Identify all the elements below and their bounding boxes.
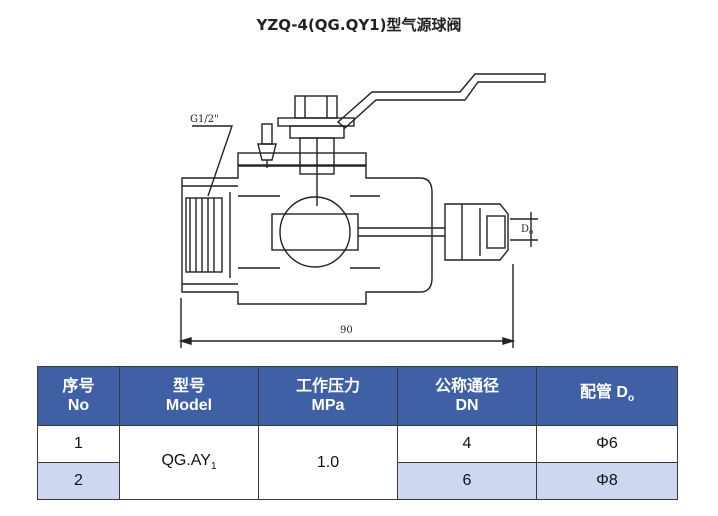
valve-body bbox=[181, 165, 433, 305]
stem-nut bbox=[294, 95, 338, 119]
thread-size-label: G1/2" bbox=[190, 114, 219, 125]
handle-lever bbox=[336, 73, 546, 129]
table-row: 1 QG.AY1 1.0 4 Φ6 bbox=[37, 425, 678, 500]
cell-pressure: 1.0 bbox=[258, 425, 398, 500]
ball-valve-drawing: G1/2" 90 Do bbox=[178, 73, 546, 348]
cell-dn: 4 bbox=[397, 425, 537, 463]
inlet-thread bbox=[185, 197, 223, 273]
cell-model: QG.AY1 bbox=[119, 425, 259, 500]
cell-dn: 6 bbox=[397, 462, 537, 500]
cell-pipe: Φ6 bbox=[536, 425, 678, 463]
cell-pipe: Φ8 bbox=[536, 462, 678, 500]
grease-fitting bbox=[261, 123, 273, 145]
table-row: 2 6 Φ8 bbox=[37, 462, 678, 500]
cell-no: 2 bbox=[37, 462, 120, 500]
cell-no: 1 bbox=[37, 425, 120, 463]
width-dimension-label: 90 bbox=[340, 325, 353, 336]
page-title: YZQ-4(QG.QY1)型气源球阀 bbox=[256, 16, 462, 34]
header-pipe: 配管 Do bbox=[536, 366, 678, 426]
compression-fitting bbox=[444, 203, 509, 261]
do-dimension-label: Do bbox=[521, 224, 533, 236]
valve-ball bbox=[279, 196, 351, 268]
